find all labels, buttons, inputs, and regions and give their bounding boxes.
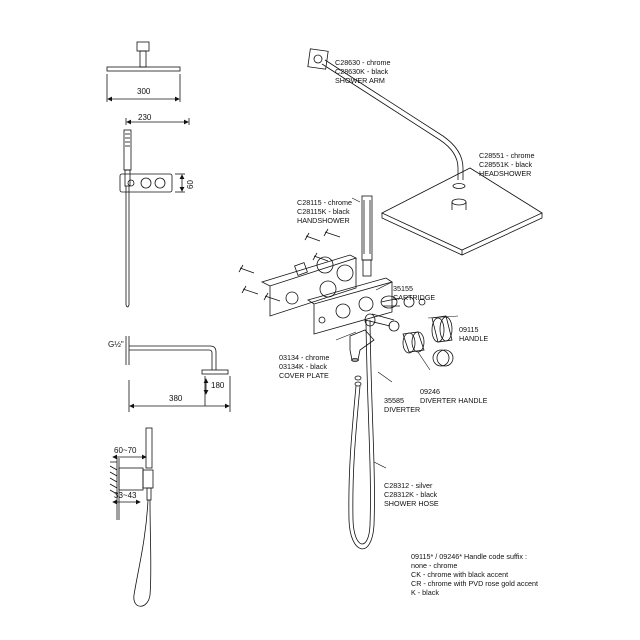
dim-arm-length: 380 <box>169 394 183 403</box>
headshower-top-view <box>106 41 181 102</box>
leader-lines <box>335 197 459 469</box>
dim-head-width: 300 <box>137 87 151 96</box>
dim-panel-height: 60 <box>186 180 195 189</box>
dim-head-drop: 180 <box>211 381 225 390</box>
section-view <box>109 427 154 607</box>
front-view <box>119 118 190 308</box>
dim-depth-range-small: 33~43 <box>114 491 137 500</box>
shower-hose <box>348 319 375 550</box>
valve-body <box>238 228 358 317</box>
shower-arm-exploded <box>307 48 543 256</box>
dim-thread: G½" <box>108 340 124 349</box>
dim-depth-range: 60~70 <box>114 446 137 455</box>
handle-suffix-note: 09115* / 09246* Handle code suffix :none… <box>411 552 539 597</box>
side-view-arm <box>125 336 231 412</box>
dim-total-width: 230 <box>138 113 152 122</box>
handshower-exploded <box>361 195 373 277</box>
